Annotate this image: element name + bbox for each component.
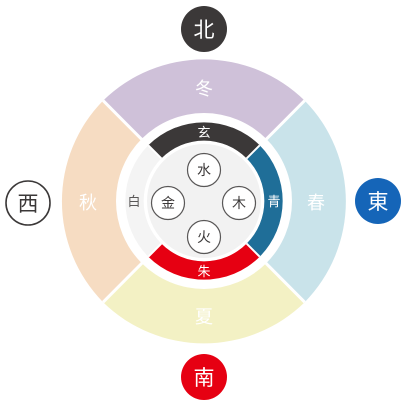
- season-label-spring: 春: [307, 193, 325, 214]
- element-label-water: 水: [197, 163, 211, 179]
- season-label-autumn: 秋: [79, 193, 97, 214]
- element-label-wood: 木: [232, 196, 246, 212]
- element-circle: [221, 185, 257, 221]
- separator-line: [102, 99, 144, 142]
- guardian-label-south: 朱: [197, 265, 210, 280]
- direction-label-south: 南: [194, 366, 215, 390]
- direction-south-badge: 南: [181, 354, 227, 400]
- element-circle: [150, 185, 186, 221]
- direction-south-circle: [181, 354, 227, 400]
- guardian-label-west: 白: [127, 194, 140, 210]
- season-spring-segment: [264, 100, 346, 303]
- element-circle: [186, 219, 222, 255]
- guardian-east-segment: [246, 145, 283, 257]
- season-label-winter: 冬: [195, 79, 213, 100]
- separator-line: [263, 261, 306, 304]
- season-winter-segment: [103, 59, 305, 141]
- direction-east-circle: [355, 178, 401, 224]
- direction-label-east: 東: [368, 190, 389, 214]
- separator-line: [263, 99, 306, 142]
- guardian-west-segment: [125, 145, 162, 257]
- direction-north-circle: [181, 6, 227, 52]
- season-ring: [61, 59, 346, 344]
- separator-line: [147, 144, 163, 160]
- season-autumn-segment: [61, 100, 143, 303]
- separator-line: [102, 261, 144, 304]
- separator-line: [245, 144, 261, 160]
- direction-label-west: 西: [18, 192, 39, 216]
- guardian-north-segment: [148, 122, 260, 159]
- direction-west-circle: [5, 180, 51, 226]
- element-circle: [186, 152, 222, 188]
- guardian-label-north: 玄: [197, 126, 210, 141]
- guardian-ring: [125, 122, 283, 280]
- season-summer-segment: [103, 262, 305, 344]
- season-label-summer: 夏: [195, 307, 213, 328]
- element-water: 水: [186, 152, 222, 188]
- guardian-south-segment: [148, 243, 260, 280]
- element-wood: 木: [221, 185, 257, 221]
- element-metal: 金: [150, 185, 186, 221]
- direction-east-badge: 東: [355, 178, 401, 224]
- separator-line: [147, 242, 163, 258]
- guardian-label-east: 青: [267, 195, 280, 210]
- separator-line: [245, 242, 261, 258]
- element-label-metal: 金: [161, 196, 175, 212]
- center-disk: [147, 144, 261, 258]
- direction-label-north: 北: [194, 18, 215, 42]
- direction-west-badge: 西: [5, 180, 51, 226]
- element-fire: 火: [186, 219, 222, 255]
- element-label-fire: 火: [197, 230, 211, 246]
- direction-north-badge: 北: [181, 6, 227, 52]
